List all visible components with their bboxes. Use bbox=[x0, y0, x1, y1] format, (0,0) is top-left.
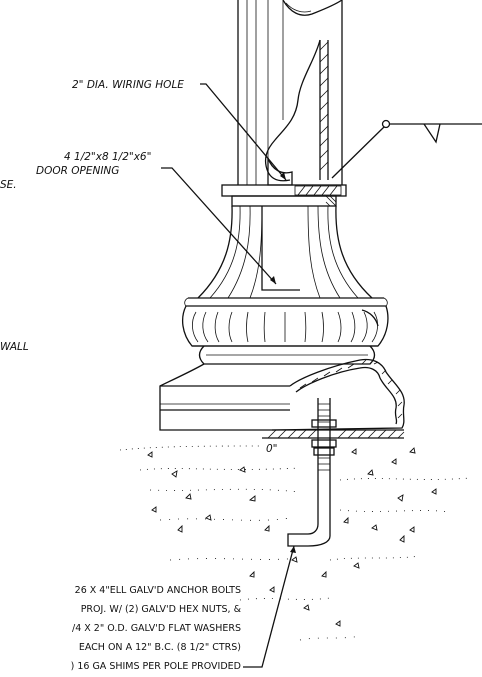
anchor-note-line: 26 X 4"ELL GALV'D ANCHOR BOLTS bbox=[75, 585, 241, 596]
anchor-note-line: ) 16 GA SHIMS PER POLE PROVIDED bbox=[71, 661, 241, 672]
pole-collar bbox=[221, 184, 347, 207]
partial-note-se: SE. bbox=[0, 179, 17, 191]
concrete-foundation bbox=[119, 445, 471, 641]
anchor-note-line: PROJ. W/ (2) GALV'D HEX NUTS, & bbox=[81, 604, 242, 615]
partial-note-wall: WALL bbox=[0, 341, 29, 353]
leader-lines bbox=[161, 83, 296, 668]
door-dimensions-label: 4 1/2"x8 1/2"x6" bbox=[64, 151, 151, 163]
pole-plinth bbox=[159, 345, 405, 439]
zero-mark-label: 0" bbox=[266, 443, 278, 455]
weld-symbol bbox=[331, 119, 482, 179]
anchor-bolt-note: 26 X 4"ELL GALV'D ANCHOR BOLTS PROJ. W/ … bbox=[71, 585, 242, 672]
pole-base-body bbox=[184, 205, 388, 307]
fluted-band bbox=[181, 305, 389, 347]
anchor-note-line: EACH ON A 12" B.C. (8 1/2" CTRS) bbox=[79, 642, 241, 653]
anchor-note-line: /4 X 2" O.D. GALV'D FLAT WASHERS bbox=[72, 623, 241, 634]
anchor-bolt bbox=[287, 398, 337, 547]
pole-shaft bbox=[237, 0, 343, 186]
wiring-hole-label: 2" DIA. WIRING HOLE bbox=[72, 79, 184, 91]
door-opening-label: DOOR OPENING bbox=[36, 165, 119, 177]
